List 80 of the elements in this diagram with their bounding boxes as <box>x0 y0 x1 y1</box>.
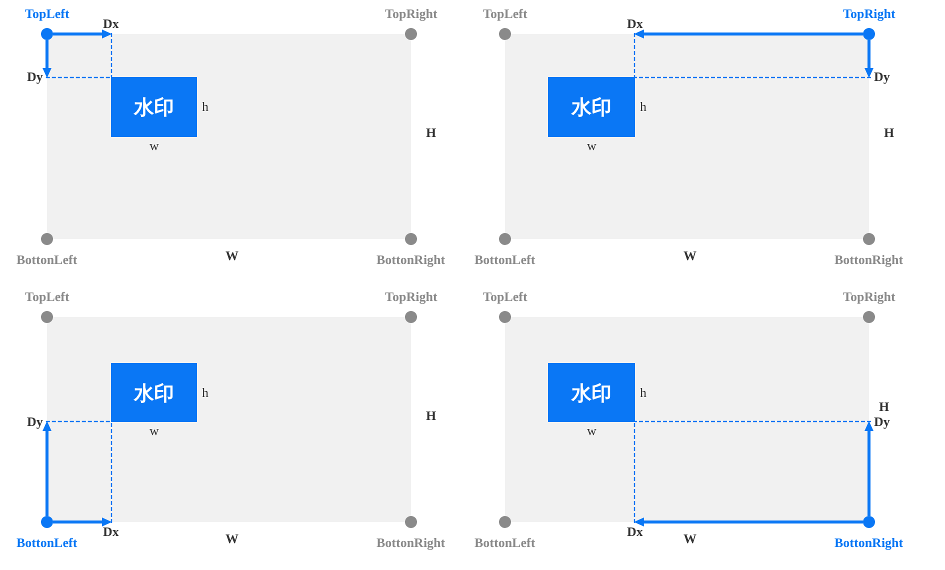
dot-icon <box>863 233 875 245</box>
arrow <box>864 421 874 516</box>
watermark-box: 水印 <box>548 77 635 137</box>
corner-label: TopRight <box>843 290 896 304</box>
offset-label: Dy <box>871 415 890 429</box>
corner-label: TopRight <box>843 7 896 21</box>
dimension-label: H <box>426 409 436 423</box>
dimension-label: W <box>684 249 696 263</box>
arrow <box>634 30 863 38</box>
corner-label: BottonRight <box>834 536 904 550</box>
canvas-area <box>47 317 411 522</box>
dot-icon <box>863 311 875 323</box>
offset-label: Dx <box>103 17 119 33</box>
dot-icon <box>405 311 417 323</box>
dot-icon <box>499 516 511 528</box>
dimension-label: H <box>884 126 894 140</box>
corner-label: BottonLeft <box>474 536 536 550</box>
dimension-label: H <box>426 126 436 140</box>
watermark-box: 水印 <box>111 77 197 137</box>
corner-label: TopRight <box>385 290 438 304</box>
dimension-label: W <box>684 532 696 546</box>
dimension-label: W <box>226 249 238 263</box>
arrow <box>864 40 874 78</box>
canvas-area <box>47 34 411 239</box>
watermark-box: 水印 <box>548 363 635 422</box>
offset-label: Dy <box>27 70 46 84</box>
dot-icon <box>499 311 511 323</box>
corner-label: BottonRight <box>834 253 904 267</box>
dimension-label: h <box>202 100 208 114</box>
dashed-line <box>634 33 636 77</box>
corner-label: TopLeft <box>483 7 528 21</box>
offset-label: Dx <box>627 523 643 539</box>
offset-label: Dy <box>871 70 890 84</box>
dot-icon <box>499 28 511 40</box>
dimension-label: w <box>150 424 159 438</box>
arrow <box>42 40 52 78</box>
canvas-area <box>505 34 869 239</box>
dimension-label: h <box>640 386 646 400</box>
corner-label: TopLeft <box>25 7 70 21</box>
corner-label: BottonLeft <box>16 253 78 267</box>
arrow <box>42 421 52 516</box>
corner-label: TopLeft <box>25 290 70 304</box>
dashed-line <box>635 76 871 78</box>
dimension-label: H <box>879 400 890 414</box>
dashed-line <box>110 422 112 523</box>
dimension-label: h <box>640 100 646 114</box>
corner-label: TopRight <box>385 7 438 21</box>
dimension-label: w <box>587 424 596 438</box>
dimension-label: h <box>202 386 208 400</box>
arrow <box>634 518 863 526</box>
dashed-line <box>634 422 636 523</box>
dimension-label: w <box>587 139 596 153</box>
dashed-line <box>46 76 111 78</box>
dimension-label: W <box>226 532 238 546</box>
corner-label: BottonLeft <box>16 536 78 550</box>
corner-label: TopLeft <box>483 290 528 304</box>
watermark-box: 水印 <box>111 363 197 422</box>
dimension-label: w <box>150 139 159 153</box>
corner-label: BottonRight <box>376 536 446 550</box>
dot-icon <box>41 311 53 323</box>
offset-label: Dx <box>103 523 119 539</box>
dot-icon <box>405 233 417 245</box>
corner-label: BottonLeft <box>474 253 536 267</box>
dot-icon <box>405 28 417 40</box>
dot-icon <box>41 516 53 528</box>
dot-icon <box>405 516 417 528</box>
arrow <box>53 30 112 38</box>
offset-label: Dy <box>27 415 46 429</box>
dot-icon <box>41 233 53 245</box>
offset-label: Dx <box>627 17 643 33</box>
arrow <box>53 518 112 526</box>
dashed-line <box>46 420 111 422</box>
dot-icon <box>499 233 511 245</box>
corner-label: BottonRight <box>376 253 446 267</box>
dot-icon <box>863 28 875 40</box>
dot-icon <box>863 516 875 528</box>
dashed-line <box>110 33 112 77</box>
dashed-line <box>635 420 871 422</box>
dot-icon <box>41 28 53 40</box>
canvas-area <box>505 317 869 522</box>
